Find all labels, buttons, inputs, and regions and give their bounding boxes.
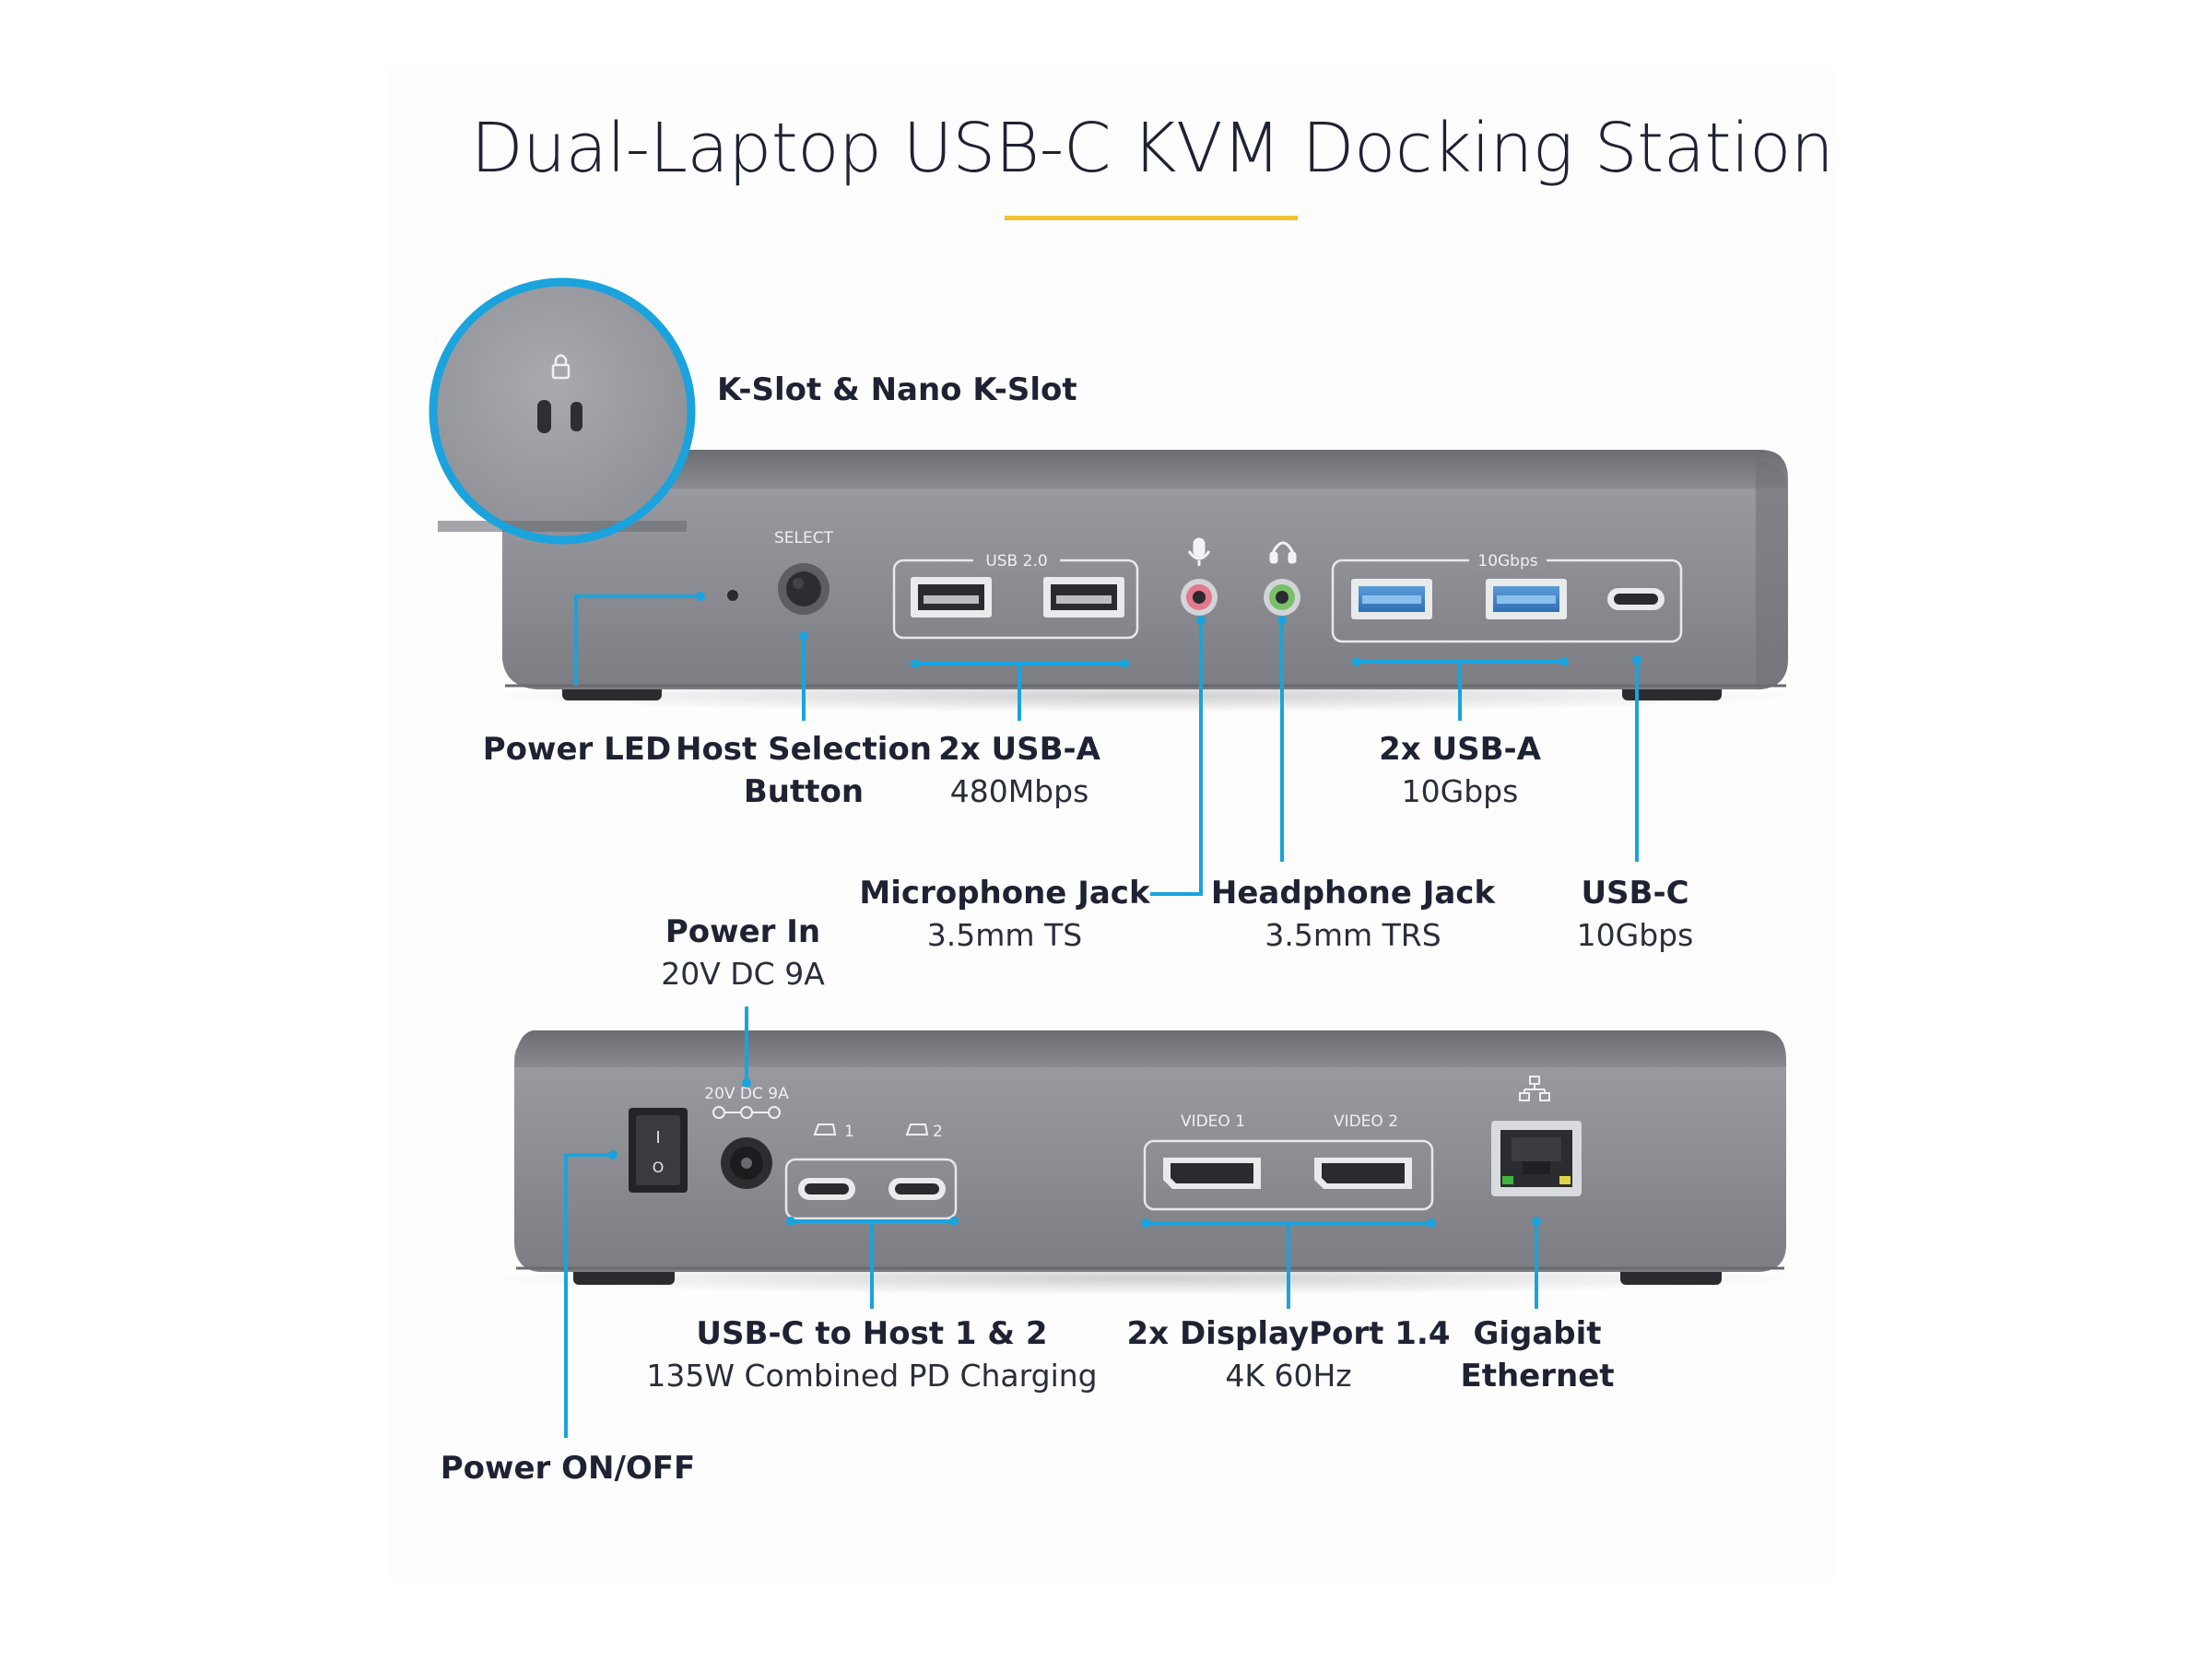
mic-callout: Microphone Jack 3.5mm TS [859,872,1149,957]
usbc-callout-spec: 10Gbps [1576,917,1694,953]
ethernet-callout-line2: Ethernet [1460,1358,1615,1394]
headphone-callout: Headphone Jack 3.5mm TRS [1211,872,1495,957]
front-callout-lines [574,594,1639,896]
power-led-callout: Power LED [483,728,671,771]
usba-10g-callout-spec: 10Gbps [1401,773,1519,809]
select-label: SELECT [774,529,834,547]
power-led [727,590,738,601]
power-led-leader [574,594,700,686]
10gbps-label: 10Gbps [1477,552,1537,571]
usb-a-port-2[interactable] [1043,577,1124,618]
headphone-callout-name: Headphone Jack [1210,875,1496,912]
switch-off-mark: O [653,1159,665,1176]
lock-icon [551,354,571,380]
host-select-callout-line1: Host Selection [675,731,933,768]
power-switch-callout: Power ON/OFF [441,1447,695,1489]
usb-c-host-2-port[interactable] [888,1178,946,1200]
ethernet-port[interactable] [1491,1121,1582,1196]
usb2-label: USB 2.0 [985,552,1047,571]
power-switch[interactable]: I O [629,1108,688,1193]
page-title: Dual-Laptop USB-C KVM Docking Station [470,109,1834,188]
title-accent-rule [1005,216,1298,220]
mic-leader [1150,620,1203,896]
front-device-body [502,461,1788,689]
displayport-1[interactable] [1163,1158,1261,1189]
usb-a-port-1[interactable] [911,577,992,618]
usba-480-callout-spec: 480Mbps [949,773,1089,809]
usb-c-host-1-port[interactable] [798,1178,855,1200]
power-switch-callout-name: Power ON/OFF [440,1450,696,1487]
nano-kslot[interactable] [571,402,582,431]
video2-label: VIDEO 2 [1334,1112,1398,1131]
host2-label: 2 [933,1123,943,1141]
usbc-host-callout: USB-C to Host 1 & 2 135W Combined PD Cha… [646,1312,1097,1397]
host-selection-button[interactable] [778,563,830,615]
headphone-callout-spec: 3.5mm TRS [1265,917,1441,953]
usba480-leader [915,662,1124,721]
polarity-symbol [712,1106,781,1119]
headphone-icon [1269,541,1297,564]
power-in-callout-name: Power In [665,913,821,950]
mic-callout-spec: 3.5mm TS [926,917,1083,953]
ethernet-callout-line1: Gigabit [1473,1315,1602,1352]
power-switch-leader [564,1153,613,1438]
power-led-callout-name: Power LED [482,731,672,768]
displayport-callout: 2x DisplayPort 1.4 4K 60Hz [1127,1312,1451,1397]
host-select-callout: Host Selection Button [676,728,932,813]
headphone-jack[interactable] [1264,579,1300,616]
switch-on-mark: I [655,1128,660,1147]
usba-10g-callout-name: 2x USB-A [1379,731,1541,768]
displayport-callout-name: 2x DisplayPort 1.4 [1126,1315,1451,1352]
kslot-zoom [429,277,696,545]
host-select-callout-line2: Button [743,773,865,810]
usba10g-leader [1357,660,1564,721]
usbc-host-callout-name: USB-C to Host 1 & 2 [696,1315,1048,1352]
laptop-icon [813,1124,929,1135]
displayport-group [1143,1139,1434,1211]
usba-10g-callout: 2x USB-A 10Gbps [1379,728,1541,813]
usbc-callout: USB-C 10Gbps [1577,872,1694,957]
displayport-2[interactable] [1314,1158,1412,1189]
usbc-host-leader [791,1219,954,1309]
displayport-callout-spec: 4K 60Hz [1225,1358,1352,1394]
usb2-port-group [892,551,1139,640]
kslot[interactable] [537,400,551,433]
usbc-host-group [784,1158,958,1220]
usbc-host-callout-spec: 135W Combined PD Charging [646,1358,1098,1394]
front-device [479,450,1806,712]
usb-c-front-port[interactable] [1607,588,1665,610]
displayport-leader [1146,1221,1431,1309]
power-in-callout: Power In 20V DC 9A [661,911,825,995]
10gbps-port-group [1331,551,1683,643]
usbc-callout-name: USB-C [1581,875,1689,912]
ethernet-callout: Gigabit Ethernet [1460,1312,1614,1397]
usba-480-callout: 2x USB-A 480Mbps [938,728,1100,813]
microphone-icon [1187,537,1211,566]
microphone-jack[interactable] [1181,579,1218,616]
usb-a-10g-port-1[interactable] [1351,579,1432,619]
video1-label: VIDEO 1 [1181,1112,1245,1131]
rear-device [479,1030,1806,1295]
dc-power-jack[interactable] [721,1137,772,1189]
network-icon [1519,1076,1550,1101]
power-in-callout-spec: 20V DC 9A [661,956,825,992]
usba-480-callout-name: 2x USB-A [938,731,1100,768]
mic-callout-name: Microphone Jack [859,875,1150,912]
kslot-callout: K-Slot & Nano K-Slot [717,369,1077,411]
dc-label: 20V DC 9A [704,1085,789,1103]
kslot-callout-name: K-Slot & Nano K-Slot [717,371,1077,408]
host1-label: 1 [844,1123,854,1141]
rear-callout-lines [564,1006,1538,1438]
usb-a-10g-port-2[interactable] [1486,579,1567,619]
